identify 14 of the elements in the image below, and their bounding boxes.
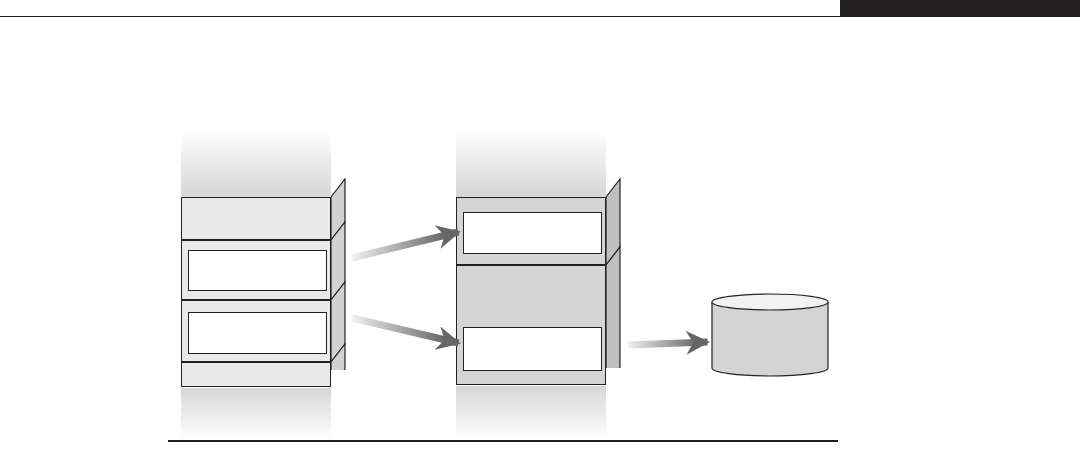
database-cylinder [711, 293, 829, 377]
inner-box [188, 250, 327, 291]
inner-box [463, 327, 602, 371]
layer-block [456, 197, 606, 265]
inner-box [188, 312, 327, 354]
layer-block [181, 300, 331, 362]
inner-box [463, 212, 602, 254]
layer-block [181, 362, 331, 387]
arrow [351, 314, 461, 350]
layer-block [456, 265, 606, 385]
arrow [627, 330, 710, 355]
arrow [351, 225, 461, 262]
layer-block [181, 197, 331, 240]
layer-block [181, 240, 331, 300]
